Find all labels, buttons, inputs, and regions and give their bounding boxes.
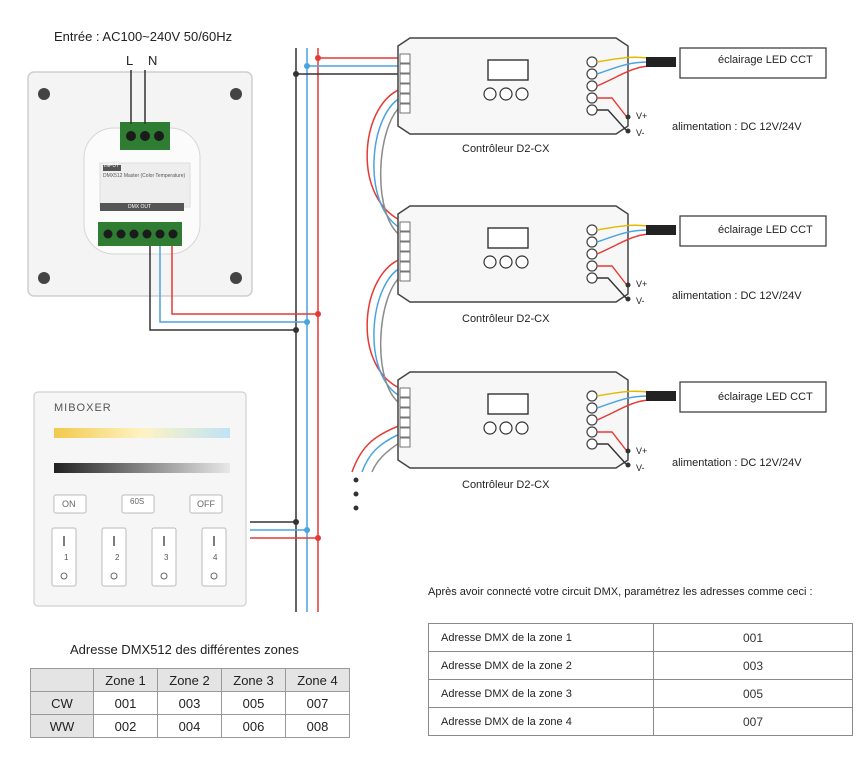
power-3-label: alimentation : DC 12V/24V (672, 457, 802, 469)
table-cell: 001 (93, 691, 158, 715)
terminal-l-label: L (126, 53, 134, 68)
vminus-3: V- (636, 463, 645, 473)
controllers (397, 37, 827, 469)
remote-zone-4: 4 (213, 553, 218, 562)
controller-1-name: Contrôleur D2-CX (462, 143, 550, 155)
address-label: Adresse DMX de la zone 1 (428, 623, 654, 652)
address-value: 007 (653, 707, 853, 736)
controller-2-name: Contrôleur D2-CX (462, 313, 550, 325)
master-dmx-out: DMX OUT (128, 204, 152, 210)
zone-key (151, 527, 177, 587)
table-cell: 008 (285, 714, 350, 738)
address-label: Adresse DMX de la zone 3 (428, 679, 654, 708)
table-cell: 004 (157, 714, 222, 738)
address-label: Adresse DMX de la zone 2 (428, 651, 654, 680)
input-label: Entrée : AC100~240V 50/60Hz (54, 29, 233, 44)
table-cell: 002 (93, 714, 158, 738)
controller-d2-cx (397, 37, 827, 135)
address-value: 001 (653, 623, 853, 652)
vminus-1: V- (636, 128, 645, 138)
table-row: Adresse DMX de la zone 2 003 (428, 651, 853, 680)
table-row: WW 002 004 006 008 (30, 714, 350, 738)
table-cell: 005 (221, 691, 286, 715)
master-description: DMX512 Master (Color Temperature) (103, 173, 186, 179)
table-cell: 003 (157, 691, 222, 715)
address-value: 003 (653, 651, 853, 680)
row-label: WW (30, 714, 94, 738)
vplus-1: V+ (636, 111, 648, 121)
zone-table-header: Zone 4 (285, 668, 350, 692)
table-cell: 007 (285, 691, 350, 715)
master-panel (27, 71, 253, 297)
zone-table-title: Adresse DMX512 des différentes zones (70, 642, 299, 657)
led-strip-1-label: éclairage LED CCT (718, 54, 813, 66)
zone-key (51, 527, 77, 587)
zone-table-header: Zone 1 (93, 668, 158, 692)
address-value: 005 (653, 679, 853, 708)
remote-off-button: OFF (197, 499, 215, 509)
vplus-3: V+ (636, 446, 648, 456)
power-2-label: alimentation : DC 12V/24V (672, 290, 802, 302)
controller-d2-cx (397, 371, 827, 469)
terminal-n-label: N (148, 53, 158, 68)
zone-key (101, 527, 127, 587)
zone-table-header: Zone 2 (157, 668, 222, 692)
remote-panel (33, 391, 247, 607)
zone-address-table: Zone 1 Zone 2 Zone 3 Zone 4 CW 001 003 0… (30, 668, 350, 738)
remote-on-button: ON (62, 499, 76, 509)
remote-zone-3: 3 (164, 553, 169, 562)
controller-d2-cx (397, 205, 827, 303)
vminus-2: V- (636, 296, 645, 306)
remote-zone-2: 2 (115, 553, 120, 562)
zone-table-header: Zone 3 (221, 668, 286, 692)
vplus-2: V+ (636, 279, 648, 289)
remote-brand: MIBOXER (54, 402, 112, 414)
zone-table-corner (30, 668, 94, 692)
address-intro: Après avoir connecté votre circuit DMX, … (428, 586, 813, 598)
address-label: Adresse DMX de la zone 4 (428, 707, 654, 736)
table-row: Adresse DMX de la zone 3 005 (428, 679, 853, 708)
table-row: Adresse DMX de la zone 4 007 (428, 707, 853, 736)
led-strip-3-label: éclairage LED CCT (718, 391, 813, 403)
table-row: Adresse DMX de la zone 1 001 (428, 623, 853, 652)
zone-key (201, 527, 227, 587)
power-1-label: alimentation : DC 12V/24V (672, 121, 802, 133)
address-setting-table: Adresse DMX de la zone 1 001 Adresse DMX… (428, 623, 853, 736)
table-cell: 006 (221, 714, 286, 738)
remote-zone-1: 1 (64, 553, 69, 562)
master-input-header: INPUT (104, 163, 119, 169)
table-row: CW 001 003 005 007 (30, 691, 350, 715)
led-strip-2-label: éclairage LED CCT (718, 224, 813, 236)
controller-3-name: Contrôleur D2-CX (462, 479, 550, 491)
row-label: CW (30, 691, 94, 715)
remote-scene-button: 60S (130, 497, 145, 506)
